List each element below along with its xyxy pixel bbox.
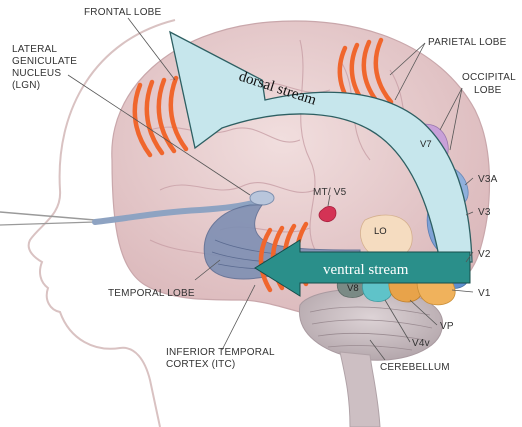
label-lgn-1: LATERAL	[12, 44, 57, 55]
label-v2: V2	[478, 249, 491, 260]
brain-stem	[340, 352, 380, 427]
lgn-body	[250, 191, 274, 205]
label-parietal-lobe: PARIETAL LOBE	[428, 37, 507, 48]
label-itc-1: INFERIOR TEMPORAL	[166, 347, 275, 358]
label-v8: V8	[347, 283, 359, 294]
eye-line	[0, 212, 95, 220]
label-lgn-3: NUCLEUS	[12, 68, 61, 79]
label-v3a: V3A	[478, 174, 498, 185]
label-itc-2: CORTEX (ITC)	[166, 359, 235, 370]
label-lgn-2: GENICULATE	[12, 56, 77, 67]
label-frontal-lobe: FRONTAL LOBE	[84, 7, 162, 18]
label-occipital-1: OCCIPITAL	[462, 72, 516, 83]
label-lgn-4: (LGN)	[12, 80, 40, 91]
label-occipital-2: LOBE	[474, 85, 502, 96]
label-lo: LO	[374, 226, 387, 237]
label-v7: V7	[420, 139, 432, 150]
label-v4v: V4v	[412, 338, 430, 349]
label-cerebellum: CEREBELLUM	[380, 362, 450, 373]
eye-line-2	[0, 222, 95, 225]
label-v3: V3	[478, 207, 491, 218]
label-temporal-lobe: TEMPORAL LOBE	[108, 288, 195, 299]
label-mt-v5: MT/ V5	[313, 187, 347, 198]
label-ventral-stream: ventral stream	[323, 262, 409, 278]
label-v1: V1	[478, 288, 491, 299]
label-vp: VP	[440, 321, 454, 332]
